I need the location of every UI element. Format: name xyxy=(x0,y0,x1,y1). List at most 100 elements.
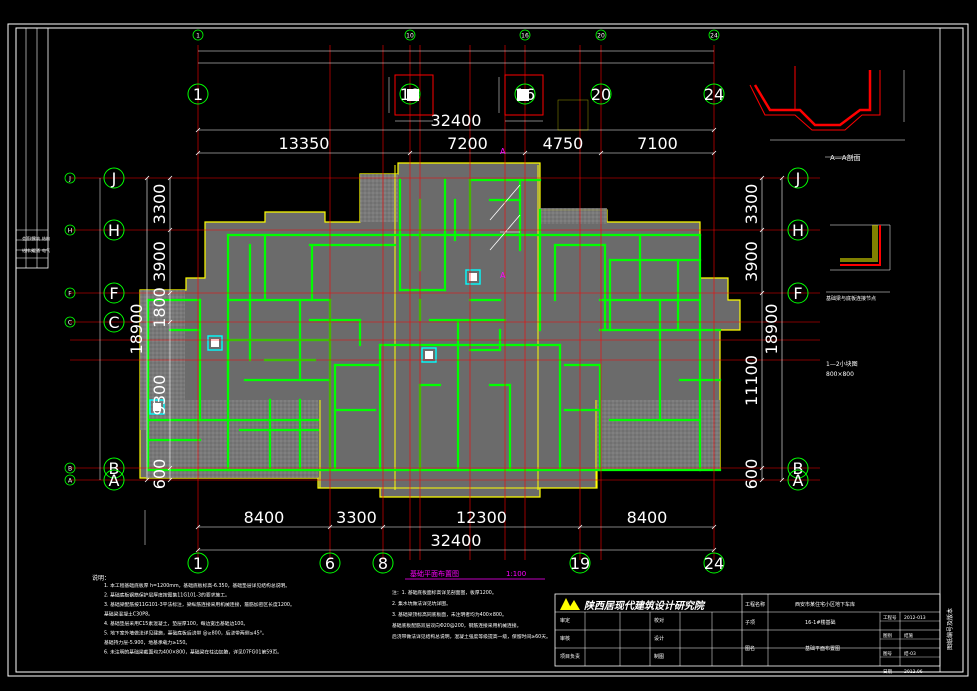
dim-tick xyxy=(195,524,201,530)
section-a-profile xyxy=(753,70,872,127)
row-label: C xyxy=(108,313,119,332)
dim-tick xyxy=(167,477,173,483)
row-bubble-small xyxy=(64,224,76,236)
side-strip-text: 给排水 xyxy=(22,247,34,253)
dim-tick xyxy=(195,547,201,553)
side-strip-text: 暖通 xyxy=(32,247,40,253)
right-margin-text: 图纸编号及版本 xyxy=(946,608,954,650)
dim-tick xyxy=(144,477,150,483)
side-strip-text: 结构 xyxy=(42,235,50,241)
grid-label-small: 10 xyxy=(406,33,414,40)
dim-tick xyxy=(759,227,765,233)
sump-pit-fill xyxy=(469,273,477,281)
project-label: 工程名称 xyxy=(745,601,765,608)
grid-bubble xyxy=(319,552,341,574)
grid-bubble-small xyxy=(708,29,720,41)
sump-pit-fill xyxy=(153,403,161,411)
dim-top-segment: 4750 xyxy=(543,134,584,153)
row-label-small: H xyxy=(68,228,73,235)
row-label-right: H xyxy=(792,221,804,240)
dim-tick xyxy=(167,290,173,296)
row-bubble-small xyxy=(64,287,76,299)
dim-tick xyxy=(759,290,765,296)
note-line-right: 基础底板配筋双层双向Φ20@200，钢筋连接采用机械连接。 xyxy=(392,622,521,629)
dim-bottom-total: 32400 xyxy=(431,531,482,550)
detail-drawings xyxy=(388,66,905,293)
row-label: A xyxy=(109,471,120,490)
row-label-right: A xyxy=(793,471,804,490)
dim-top-segment: 7200 xyxy=(447,134,488,153)
row-bubble-small xyxy=(64,316,76,328)
dim-tick xyxy=(407,150,413,156)
dim-tick xyxy=(167,227,173,233)
note-line-left: 4. 基础垫层采用C15素混凝土，垫层厚100，每边宽出基础边100。 xyxy=(104,620,248,627)
row-label-small: F xyxy=(68,291,72,298)
row-bubble xyxy=(103,219,125,241)
section-a-title: A—A剖面 xyxy=(830,153,861,162)
title-right-value: 2012.06 xyxy=(904,669,923,675)
dim-tick xyxy=(759,465,765,471)
dim-right-segment: 11100 xyxy=(742,355,761,406)
node-detail-rebar xyxy=(840,225,881,266)
dim-right-segment: 3900 xyxy=(742,241,761,282)
item-label: 子项 xyxy=(745,619,755,626)
note-line-left: 5. 地下室外墙做法详见建施，基础底板后浇带 @≥800，后浇带两侧≤45°。 xyxy=(104,630,267,637)
row-bubble xyxy=(103,469,125,491)
note-line-left: 基础梁混凝土C30P8。 xyxy=(104,611,153,618)
dim-tick xyxy=(711,524,717,530)
dim-bottom-segment: 8400 xyxy=(627,508,668,527)
row-label-right: B xyxy=(793,459,804,478)
pit-detail-outline xyxy=(394,74,434,116)
dim-right-segment: 600 xyxy=(742,459,761,490)
row-label-small: J xyxy=(68,176,71,183)
dim-tick xyxy=(779,175,785,181)
row-bubble-right xyxy=(787,219,809,241)
node-detail-hatch xyxy=(840,225,878,262)
row-bubble-small xyxy=(64,462,76,474)
notes-left: 1. 本工程基础底板厚 h=1200mm，基础底板标高-6.350，基础垫层详见… xyxy=(104,582,295,656)
title-right-value: 结施 xyxy=(904,632,913,639)
dim-tick xyxy=(380,524,386,530)
node-detail-frame xyxy=(830,224,891,271)
row-bubble xyxy=(103,167,125,189)
grid-label-small: 16 xyxy=(521,33,529,40)
dim-top-segment: 7100 xyxy=(637,134,678,153)
dim-bottom-segment: 12300 xyxy=(456,508,507,527)
dim-left-segment: 3300 xyxy=(150,184,169,225)
plan-mark-a-mid: A xyxy=(500,271,506,280)
title-row-label-b: 设计 xyxy=(654,635,664,642)
title-right-key: 工程号 xyxy=(883,614,897,621)
grid-bubble-small xyxy=(519,29,531,41)
small-detail-subtitle: 800×800 xyxy=(826,371,854,378)
note-line-left: 1. 本工程基础底板厚 h=1200mm，基础底板标高-6.350，基础垫层详见… xyxy=(104,582,290,589)
dim-left-segment: 3900 xyxy=(150,241,169,282)
pit-detail-note-box xyxy=(557,99,589,131)
grid-bubble xyxy=(399,83,421,105)
grid-label: 6 xyxy=(325,554,335,573)
item-name: 16-1#楼基础 xyxy=(805,619,836,626)
sump-pit-fill xyxy=(211,339,219,347)
sump-pit-fill xyxy=(425,351,433,359)
grid-bubble xyxy=(372,552,394,574)
row-bubble-right xyxy=(787,469,809,491)
note-line-left: 3. 基础梁配筋按11G101-3平法标注，梁纵筋连接采用机械连接，箍筋加密区长… xyxy=(104,601,295,608)
row-bubble-right xyxy=(787,282,809,304)
dim-tick xyxy=(711,150,717,156)
row-label: H xyxy=(108,221,120,240)
title-row-label: 审核 xyxy=(560,635,570,642)
row-label: B xyxy=(109,459,120,478)
title-row-label: 项目负责 xyxy=(560,653,580,660)
title-right-key: 图别 xyxy=(883,632,892,639)
dim-bottom-segment: 3300 xyxy=(336,508,377,527)
note-line-left: 2. 基础底板钢筋保护层厚度按图集11G101-3的要求施工。 xyxy=(104,592,230,599)
dim-tick xyxy=(759,175,765,181)
dim-right-segment: 3300 xyxy=(742,184,761,225)
note-line-right: 注：1. 基础底板面标高详见剖面图，板厚1200。 xyxy=(392,589,497,596)
sump-pit-marker xyxy=(421,347,437,363)
grid-label-small: 20 xyxy=(597,33,605,40)
dim-left-segment: 9300 xyxy=(150,375,169,416)
dim-tick xyxy=(167,465,173,471)
dim-tick xyxy=(327,524,333,530)
hatch-zone-top-right xyxy=(540,208,607,224)
